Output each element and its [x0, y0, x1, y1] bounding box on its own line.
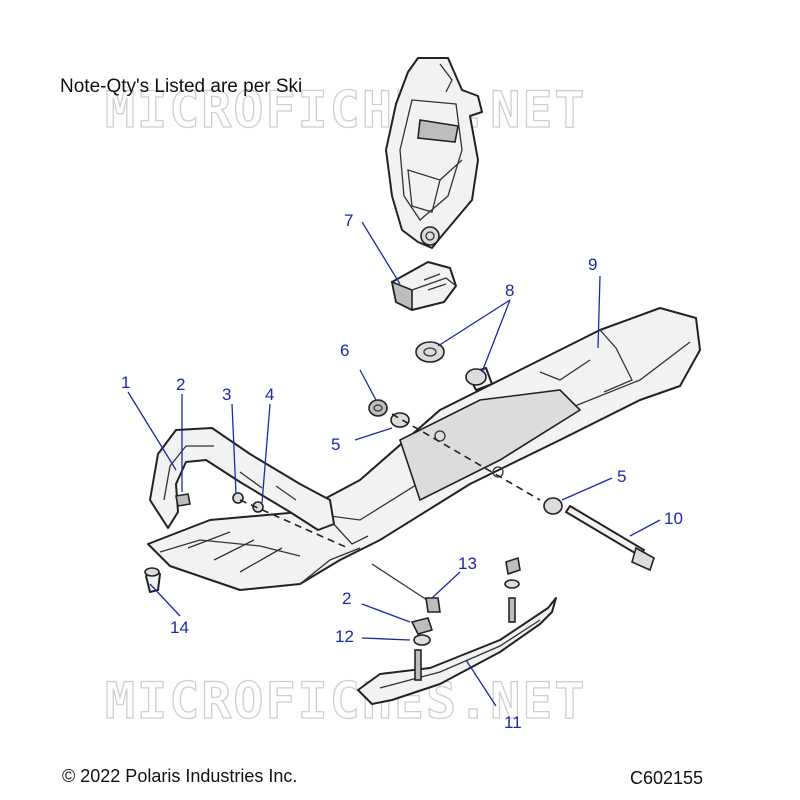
washer-4 — [252, 501, 264, 513]
ski-body — [147, 307, 701, 591]
ski-loop — [149, 427, 335, 531]
stud-rear — [508, 597, 516, 623]
nut-6 — [368, 399, 388, 417]
washer-5-right — [543, 497, 563, 515]
qty-note: Note-Qty's Listed are per Ski — [60, 76, 303, 97]
bumper-block — [390, 261, 457, 312]
callout-13: 13 — [458, 554, 477, 573]
callout-5-left: 5 — [331, 435, 340, 454]
bolt-13-head — [425, 597, 441, 613]
callout-5-right: 5 — [617, 467, 626, 486]
nut-6-hole — [373, 404, 383, 412]
callout-2-lower: 2 — [342, 589, 351, 608]
callout-6: 6 — [340, 341, 349, 360]
callout-1: 1 — [121, 373, 130, 392]
watermark-top: MICROFICHES.NET — [105, 81, 587, 139]
stud-front — [414, 649, 422, 681]
copyright-text: © 2022 Polaris Industries Inc. — [62, 766, 298, 786]
callout-14: 14 — [170, 618, 189, 637]
bolt-13-shaft — [371, 563, 431, 603]
assembly-line-axle — [391, 413, 541, 501]
callout-9: 9 — [588, 255, 597, 274]
callout-10: 10 — [664, 509, 683, 528]
callout-12: 12 — [335, 627, 354, 646]
nut-2-lower — [410, 617, 434, 635]
callout-numbers: 1 2 3 4 5 6 7 8 9 10 11 12 13 14 5 2 — [121, 211, 683, 732]
bushing-upper — [415, 341, 445, 363]
leader-lines — [127, 221, 661, 707]
nut-2-left — [175, 493, 191, 507]
axle-bolt — [565, 505, 655, 572]
washer-12 — [413, 634, 431, 646]
callout-11: 11 — [504, 713, 522, 732]
callout-8: 8 — [505, 281, 514, 300]
washer-runner-top — [504, 579, 520, 589]
pin-14 — [144, 567, 161, 593]
assembly-line-loop — [239, 499, 349, 549]
callout-2: 2 — [176, 375, 185, 394]
watermark-bottom: MICROFICHES.NET — [105, 672, 587, 730]
callout-4: 4 — [265, 385, 274, 404]
nut-runner-top — [505, 556, 521, 576]
callout-7: 7 — [344, 211, 353, 230]
diagram-code: C602155 — [630, 768, 704, 788]
spindle — [385, 57, 483, 249]
wear-bar — [357, 597, 557, 705]
callout-3: 3 — [222, 385, 231, 404]
